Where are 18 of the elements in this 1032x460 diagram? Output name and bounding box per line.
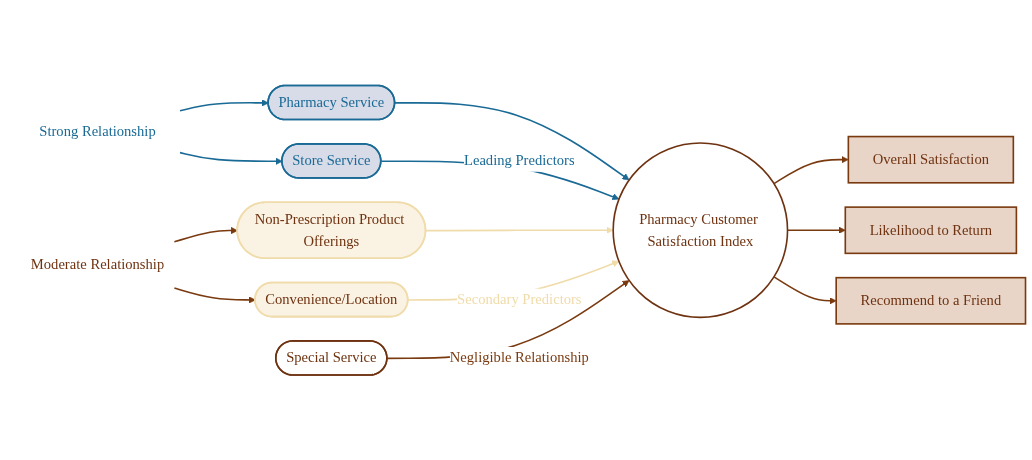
arrow xyxy=(179,99,269,112)
arrow xyxy=(394,101,630,181)
arrow xyxy=(179,151,283,165)
node-box: Overall Satisfaction xyxy=(847,135,1015,184)
node-circle: Pharmacy Customer Satisfaction Index xyxy=(612,142,789,318)
arrow xyxy=(773,275,837,305)
edge-label: Negligible Relationship xyxy=(449,349,589,366)
edge-label: Secondary Predictors xyxy=(457,290,582,308)
arrow xyxy=(173,286,256,304)
arrow xyxy=(773,155,849,185)
node-box: Likelihood to Return xyxy=(844,206,1018,254)
node-text: Moderate Relationship xyxy=(30,256,165,273)
arrow xyxy=(386,279,630,359)
node-text: Strong Relationship xyxy=(39,122,156,140)
edge-label: Leading Predictors xyxy=(464,152,575,169)
arrow xyxy=(173,226,238,243)
arrow xyxy=(425,226,614,234)
node-box: Recommend to a Friend xyxy=(835,276,1027,325)
